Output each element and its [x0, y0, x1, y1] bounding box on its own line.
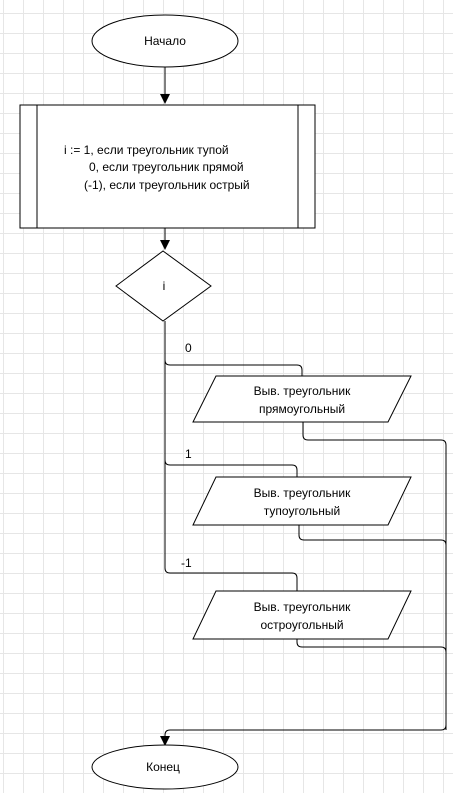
decision-label: i — [163, 279, 166, 293]
edge-output-0-to-end — [160, 422, 447, 746]
edge-output-1-to-end — [298, 525, 447, 730]
output-0-line-2: прямоугольный — [259, 402, 345, 416]
edge-case-minus-1 — [164, 321, 298, 591]
case-label-0: 0 — [185, 341, 192, 355]
process-line-3: (-1), если треугольник острый — [84, 178, 250, 192]
case-label-minus-1: -1 — [181, 556, 192, 570]
process-line-2: 0, если треугольник прямой — [89, 160, 244, 174]
output-node-0[interactable]: Выв. треугольник прямоугольный — [192, 375, 412, 423]
edge-output-minus-1-to-end — [296, 639, 447, 730]
decision-node[interactable]: i — [115, 250, 212, 322]
output-node-1[interactable]: Выв. треугольник тупоугольный — [192, 476, 412, 526]
end-label: Конец — [146, 760, 180, 774]
output-minus-1-line-2: остроугольный — [260, 618, 343, 632]
case-label-1: 1 — [185, 447, 192, 461]
output-minus-1-line-1: Выв. треугольник — [254, 600, 351, 614]
start-node[interactable]: Начало — [91, 14, 239, 68]
end-node[interactable]: Конец — [91, 744, 239, 790]
process-line-1: i := 1, если треугольник тупой — [64, 143, 229, 157]
output-1-line-2: тупоугольный — [264, 504, 340, 518]
output-node-minus-1[interactable]: Выв. треугольник остроугольный — [192, 590, 412, 640]
process-node[interactable]: i := 1, если треугольник тупой 0, если т… — [19, 104, 316, 229]
output-0-line-1: Выв. треугольник — [254, 384, 351, 398]
start-label: Начало — [144, 34, 186, 48]
output-1-line-1: Выв. треугольник — [254, 486, 351, 500]
